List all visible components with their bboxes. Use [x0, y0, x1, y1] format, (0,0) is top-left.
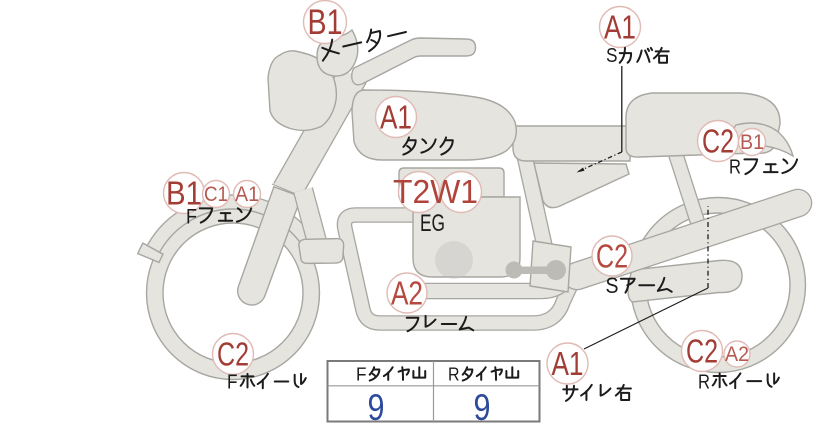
- svg-text:A1: A1: [604, 8, 636, 45]
- svg-text:C1: C1: [204, 183, 228, 206]
- svg-text:9: 9: [474, 387, 491, 425]
- svg-text:C2: C2: [686, 332, 718, 369]
- svg-text:F: F: [186, 206, 197, 229]
- svg-text:C2: C2: [702, 122, 734, 159]
- svg-text:S: S: [606, 273, 619, 298]
- svg-text:B1: B1: [308, 3, 343, 42]
- svg-text:A1: A1: [551, 345, 583, 382]
- svg-text:A2: A2: [391, 274, 423, 311]
- svg-text:A2: A2: [725, 343, 749, 366]
- svg-text:A1: A1: [380, 98, 412, 135]
- svg-text:R: R: [448, 365, 460, 385]
- svg-text:F: F: [356, 365, 367, 385]
- svg-text:B1: B1: [166, 174, 202, 211]
- svg-text:C2: C2: [596, 237, 628, 274]
- svg-text:EG: EG: [420, 210, 445, 237]
- svg-text:S: S: [606, 45, 618, 67]
- svg-text:T2W1: T2W1: [393, 173, 478, 210]
- svg-text:F: F: [227, 372, 238, 394]
- svg-text:R: R: [729, 157, 741, 179]
- svg-text:A1: A1: [235, 183, 259, 206]
- svg-text:R: R: [698, 372, 710, 394]
- svg-text:C2: C2: [217, 335, 249, 372]
- svg-text:9: 9: [368, 387, 385, 425]
- svg-text:B1: B1: [740, 131, 764, 154]
